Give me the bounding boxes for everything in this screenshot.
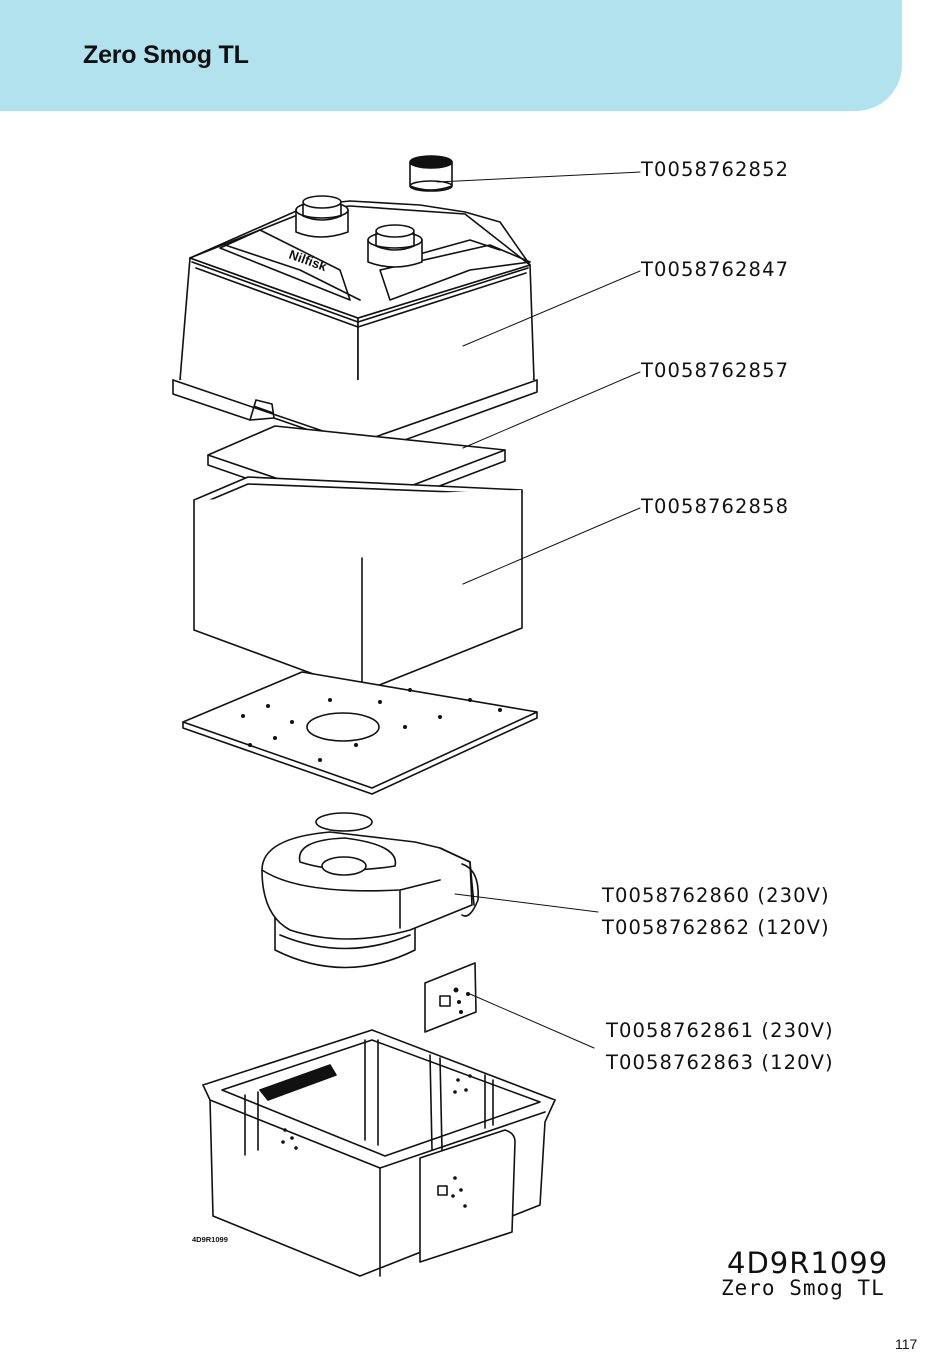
drawing-name: Zero Smog TL: [721, 1276, 885, 1300]
drawing-code-small: 4D9R1099: [192, 1235, 228, 1244]
exhaust-cap-part: [410, 156, 452, 191]
part-number-board-230v: T0058762861 (230V): [606, 1019, 834, 1042]
top-hood-part: Nilfisk: [173, 196, 537, 458]
part-number-board-120v: T0058762863 (120V): [606, 1051, 834, 1074]
part-number-hood: T0058762847: [641, 258, 789, 281]
part-number-cap: T0058762852: [641, 158, 789, 181]
control-board-part: [425, 963, 476, 1032]
base-plate-part: [183, 672, 537, 794]
part-number-fan-120v: T0058762862 (120V): [602, 916, 830, 939]
part-number-prefilter: T0058762857: [641, 359, 789, 382]
drawing-code: 4D9R1099: [727, 1246, 888, 1280]
main-filter-part: [194, 477, 522, 692]
gasket-ring-part: [316, 813, 372, 831]
part-number-fan-230v: T0058762860 (230V): [602, 884, 830, 907]
blower-fan-part: [262, 832, 478, 968]
page-number: 117: [895, 1336, 917, 1352]
part-number-main-filter: T0058762858: [641, 495, 789, 518]
bottom-housing-part: [203, 1030, 555, 1276]
